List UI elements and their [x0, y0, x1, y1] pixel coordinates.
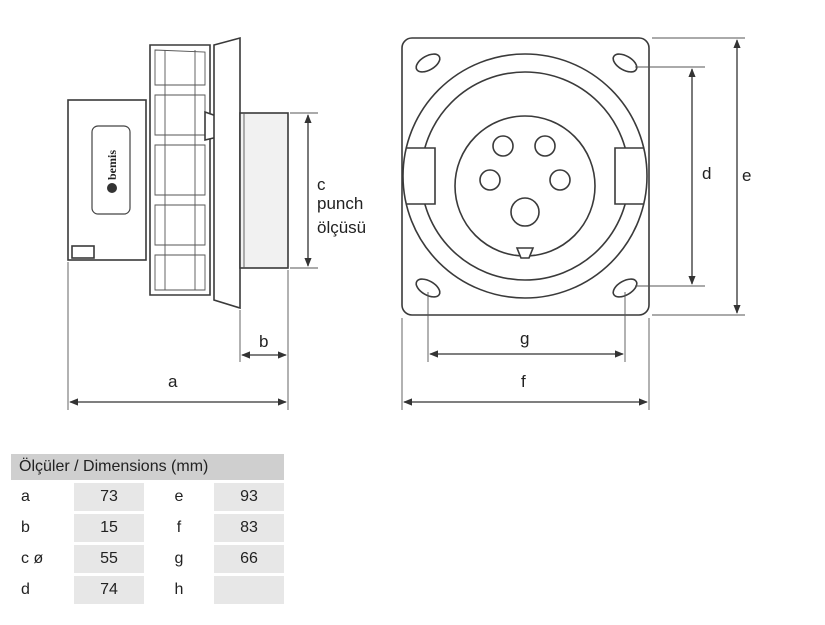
pin-hole-4 [549, 169, 571, 191]
front-view: d e g f [401, 37, 751, 410]
socket-cylinder [239, 112, 289, 269]
brand-logo-mark [107, 183, 117, 193]
table-cell-key: d [11, 576, 71, 604]
table-cell-key: a [11, 483, 71, 511]
side-view: bemis c punch ölçüsü b a [67, 36, 366, 410]
key-notch [515, 247, 535, 259]
table-cell-value [214, 576, 284, 604]
table-cell-value: 15 [74, 514, 144, 542]
dim-c-label-line3: ölçüsü [317, 218, 366, 237]
table-row: c ø 55 g 66 [11, 545, 284, 573]
notch-left [407, 147, 436, 205]
table-cell-value: 93 [214, 483, 284, 511]
table-cell-value: 66 [214, 545, 284, 573]
table-cell-key: f [147, 514, 211, 542]
mount-hole-bl [415, 278, 441, 298]
brand-badge [91, 125, 131, 215]
dim-f-label: f [521, 372, 526, 391]
dim-a-label: a [168, 372, 178, 391]
notch-right [614, 147, 643, 205]
ribbed-body [149, 44, 211, 296]
table-cell-key: h [147, 576, 211, 604]
pin-hole-1 [492, 135, 514, 157]
table-row: b 15 f 83 [11, 514, 284, 542]
earth-pin-hole [510, 197, 540, 227]
mounting-flange [213, 36, 241, 310]
table-header-row: Ölçüler / Dimensions (mm) [11, 454, 284, 480]
table-cell-value: 73 [74, 483, 144, 511]
table-row: a 73 e 93 [11, 483, 284, 511]
dim-b-label: b [259, 332, 268, 351]
socket-face [454, 115, 596, 257]
mount-hole-br [612, 278, 638, 298]
dim-c-label-line2: punch [317, 194, 363, 213]
rear-tab [71, 245, 95, 259]
dim-e-label: e [742, 166, 751, 185]
dim-g-label: g [520, 329, 529, 348]
table-row: d 74 h [11, 576, 284, 604]
table-cell-value: 83 [214, 514, 284, 542]
table-header: Ölçüler / Dimensions (mm) [11, 454, 284, 480]
dimensions-table: Ölçüler / Dimensions (mm) a 73 e 93 b 15… [8, 451, 287, 607]
dim-c-label: c [317, 175, 326, 194]
dim-d-label: d [702, 164, 711, 183]
mount-hole-tr [612, 53, 638, 73]
technical-drawing: bemis c punch ölçüsü b a [67, 36, 751, 410]
table-cell-value: 74 [74, 576, 144, 604]
table-cell-value: 55 [74, 545, 144, 573]
table-cell-key: e [147, 483, 211, 511]
pin-hole-3 [479, 169, 501, 191]
pin-hole-2 [534, 135, 556, 157]
table-cell-key: c ø [11, 545, 71, 573]
table-cell-key: b [11, 514, 71, 542]
table-cell-key: g [147, 545, 211, 573]
mount-hole-tl [415, 53, 441, 73]
brand-logo-text: bemis [105, 150, 119, 180]
